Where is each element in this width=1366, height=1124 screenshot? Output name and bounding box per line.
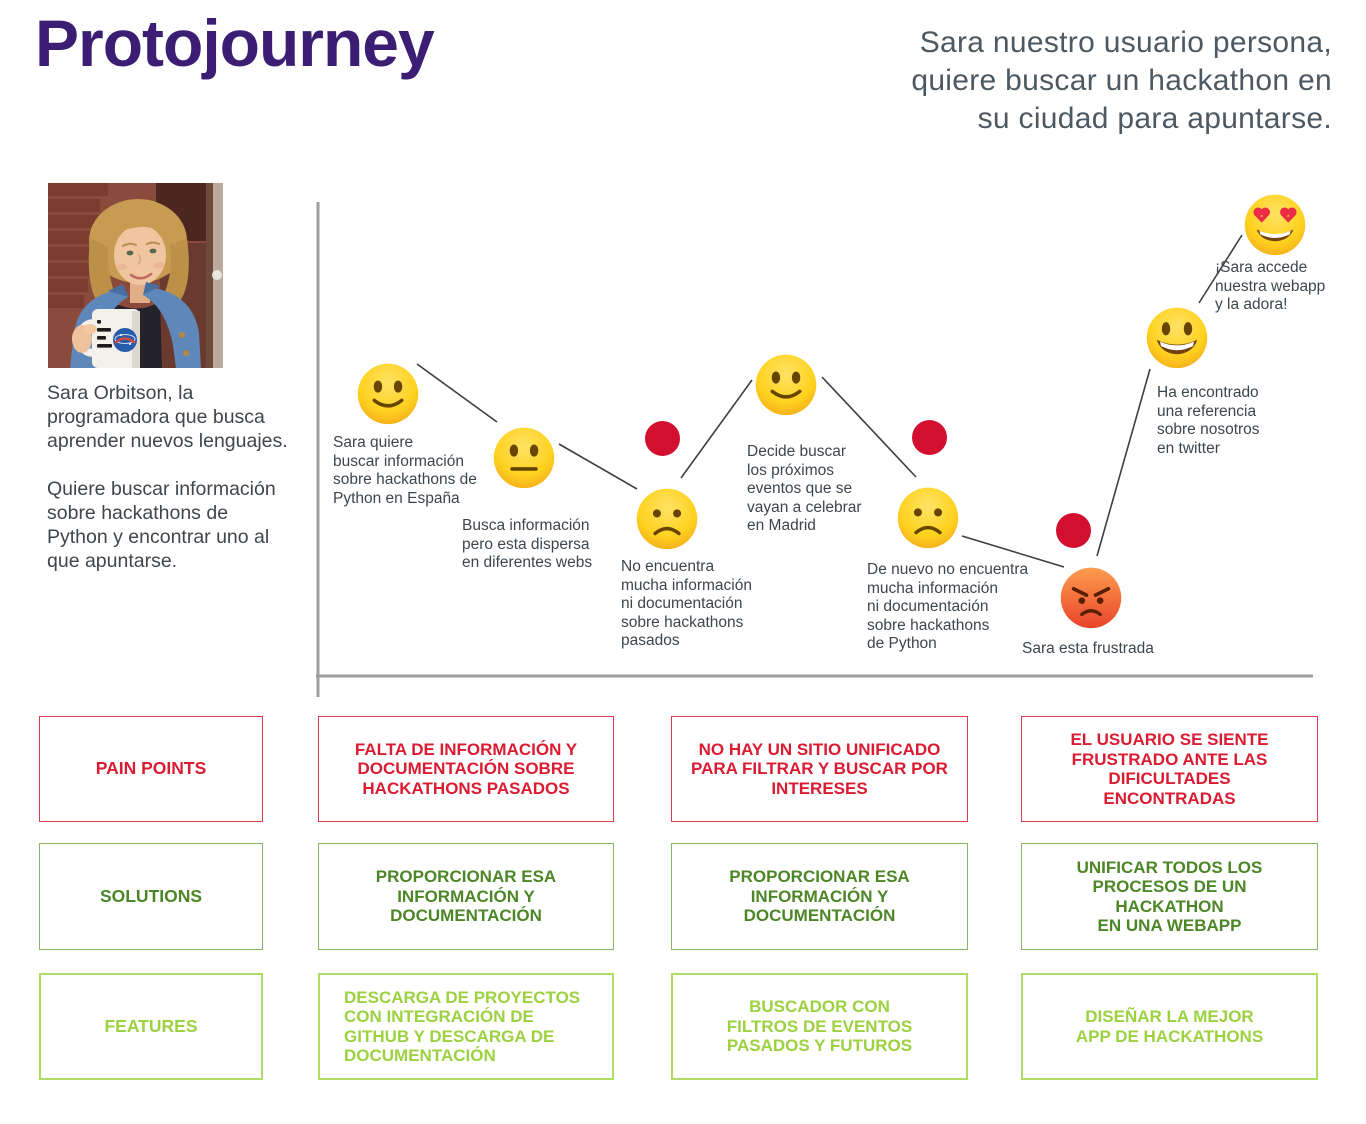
solution-cell: UNIFICAR TODOS LOS PROCESOS DE UN HACKAT… (1021, 843, 1318, 950)
persona-photo (48, 183, 223, 368)
journey-connectors (416, 234, 1243, 568)
emoji-slightly-smiling-icon (753, 351, 819, 417)
row-label-pain-points: PAIN POINTS (39, 716, 263, 822)
emoji-neutral-icon (491, 424, 557, 490)
page-title: Protojourney (35, 6, 435, 80)
header-note: Sara nuestro usuario persona, quiere bus… (911, 26, 1332, 135)
journey-step-note: Ha encontrado una referencia sobre nosot… (1157, 384, 1260, 457)
persona-photo-illustration (48, 183, 223, 368)
emoji-slightly-smiling-icon (355, 360, 421, 426)
pain-point-cell: FALTA DE INFORMACIÓN Y DOCUMENTACIÓN SOB… (318, 716, 614, 822)
journey-step-note: No encuentra mucha información ni docume… (621, 558, 752, 649)
pain-point-cell: NO HAY UN SITIO UNIFICADO PARA FILTRAR Y… (671, 716, 968, 822)
journey-step-note: Decide buscar los próximos eventos que s… (747, 443, 862, 534)
row-label-features: FEATURES (39, 973, 263, 1080)
journey-chart (316, 202, 1313, 697)
chart-axes (316, 202, 1313, 697)
pain-marker-dot (1056, 513, 1091, 548)
feature-cell: BUSCADOR CON FILTROS DE EVENTOS PASADOS … (671, 973, 968, 1080)
feature-cell: DESCARGA DE PROYECTOS CON INTEGRACIÓN DE… (318, 973, 614, 1080)
pain-marker-dot (645, 421, 680, 456)
journey-step-note: De nuevo no encuentra mucha información … (867, 561, 1029, 652)
persona-bio-1: Sara Orbitson, la programadora que busca… (47, 382, 288, 452)
journey-step-note: Sara quiere buscar información sobre hac… (333, 434, 477, 507)
emoji-frowning-icon (895, 484, 961, 550)
solution-cell: PROPORCIONAR ESA INFORMACIÓN Y DOCUMENTA… (318, 843, 614, 950)
emoji-grinning-icon (1144, 304, 1210, 370)
feature-cell: DISEÑAR LA MEJOR APP DE HACKATHONS (1021, 973, 1318, 1080)
emoji-angry-icon (1058, 564, 1124, 630)
persona-bio-2: Quiere buscar información sobre hackatho… (47, 478, 276, 572)
emoji-frowning-icon (634, 485, 700, 551)
emoji-heart-eyes-icon (1242, 191, 1308, 257)
pain-point-cell: EL USUARIO SE SIENTE FRUSTRADO ANTE LAS … (1021, 716, 1318, 822)
journey-step-note: ¡Sara accede nuestra webapp y la adora! (1215, 259, 1326, 313)
persona-bio: Sara Orbitson, la programadora que busca… (47, 381, 307, 597)
journey-step-note: Sara esta frustrada (1022, 640, 1154, 657)
journey-step-note: Busca información pero esta dispersa en … (462, 517, 593, 571)
solution-cell: PROPORCIONAR ESA INFORMACIÓN Y DOCUMENTA… (671, 843, 968, 950)
pain-marker-dot (912, 420, 947, 455)
row-label-solutions: SOLUTIONS (39, 843, 263, 950)
